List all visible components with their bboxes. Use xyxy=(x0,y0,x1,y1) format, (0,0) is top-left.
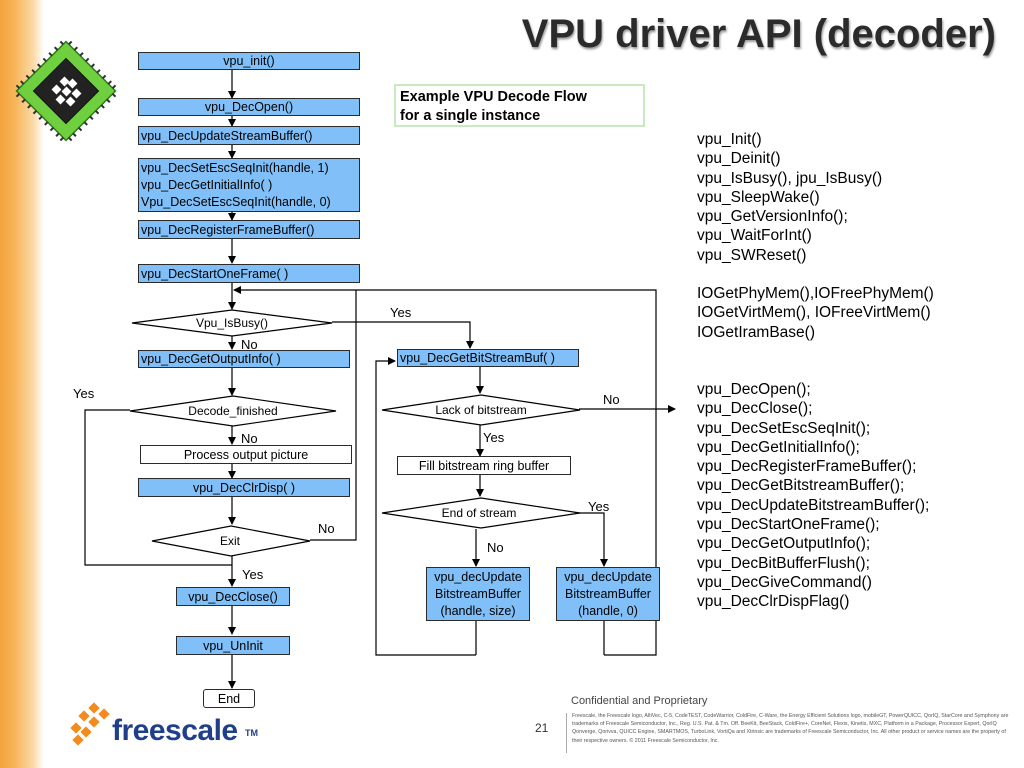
label-end-of-stream-no: No xyxy=(487,540,504,555)
esc-seq-line-1: vpu_DecSetEscSeqInit(handle, 1) xyxy=(141,160,329,175)
api-item: vpu_DecClose(); xyxy=(697,400,813,418)
update-zero-line-1: vpu_decUpdate xyxy=(564,569,652,584)
decision-end-of-stream xyxy=(381,497,581,529)
flow-box-dec-open: vpu_DecOpen() xyxy=(138,98,360,116)
api-item: vpu_Deinit() xyxy=(697,150,781,168)
page-number: 21 xyxy=(535,721,549,735)
api-item: vpu_Init() xyxy=(697,131,762,148)
footer-divider xyxy=(566,713,567,753)
api-item: vpu_DecBitBufferFlush(); xyxy=(697,554,870,572)
esc-seq-line-2: vpu_DecGetInitialInfo( ) xyxy=(141,177,273,192)
api-item: vpu_DecUpdateBitstreamBuffer(); xyxy=(697,496,930,514)
label-lack-bitstream-no: No xyxy=(603,392,620,407)
freescale-wordmark: freescale xyxy=(112,714,238,747)
api-item: vpu_DecGetOutputInfo(); xyxy=(697,535,871,553)
decision-exit xyxy=(151,525,311,557)
label-decode-finished-yes: Yes xyxy=(73,386,95,401)
api-list-decoder: vpu_DecOpen(); vpu_DecClose(); vpu_DecSe… xyxy=(697,380,929,612)
note-line-2: for a single instance xyxy=(400,108,541,124)
label-is-busy-yes: Yes xyxy=(390,305,412,320)
api-item: vpu_DecGiveCommand() xyxy=(697,573,872,591)
freescale-trademark: TM xyxy=(245,728,258,738)
flow-terminal-end: End xyxy=(203,689,255,708)
label-lack-bitstream-yes: Yes xyxy=(483,430,505,445)
update-size-line-3: (handle, size) xyxy=(440,603,516,618)
decision-lack-of-bitstream xyxy=(381,394,581,426)
update-zero-line-3: (handle, 0) xyxy=(578,603,638,618)
decision-decode-finished xyxy=(129,395,337,427)
flow-box-register-frame-buffer: vpu_DecRegisterFrameBuffer() xyxy=(138,220,360,239)
api-item: vpu_DecGetInitialInfo(); xyxy=(697,438,860,456)
decision-exit-label: Exit xyxy=(219,534,241,548)
label-end-of-stream-yes: Yes xyxy=(588,499,610,514)
decision-is-busy-label: Vpu_IsBusy() xyxy=(195,316,269,330)
esc-seq-line-3: Vpu_DecSetEscSeqInit(handle, 0) xyxy=(141,194,331,209)
flow-box-update-zero: vpu_decUpdate BitstreamBuffer (handle, 0… xyxy=(556,567,660,621)
api-item: IOGetPhyMem(),IOFreePhyMem() xyxy=(697,285,934,302)
api-item: vpu_WaitForInt() xyxy=(697,227,812,245)
flow-box-clr-disp: vpu_DecClrDisp( ) xyxy=(138,478,350,497)
freescale-logo-icon xyxy=(70,702,110,746)
api-item: vpu_DecStartOneFrame(); xyxy=(697,516,880,534)
slide-edge-stripe xyxy=(0,0,44,768)
flow-box-update-size: vpu_decUpdate BitstreamBuffer (handle, s… xyxy=(426,567,530,621)
api-item: vpu_IsBusy(), jpu_IsBusy() xyxy=(697,169,883,187)
flow-box-start-one-frame: vpu_DecStartOneFrame( ) xyxy=(138,264,360,283)
flow-box-get-bitstream-buf: vpu_DecGetBitStreamBuf( ) xyxy=(397,349,579,367)
api-item: vpu_DecOpen(); xyxy=(697,381,811,398)
api-item: vpu_DecSetEscSeqInit(); xyxy=(697,419,871,437)
confidential-label: Confidential and Proprietary xyxy=(571,695,708,707)
api-list-general: vpu_Init() vpu_Deinit() vpu_IsBusy(), jp… xyxy=(697,130,882,265)
label-decode-finished-no: No xyxy=(241,431,258,446)
label-exit-no: No xyxy=(318,521,335,536)
api-item: vpu_SleepWake() xyxy=(697,188,820,206)
decision-lack-of-bitstream-label: Lack of bitstream xyxy=(435,403,527,417)
update-zero-line-2: BitstreamBuffer xyxy=(565,586,651,601)
flow-box-vpu-init: vpu_init() xyxy=(138,52,360,70)
api-list-memory: IOGetPhyMem(),IOFreePhyMem() IOGetVirtMe… xyxy=(697,284,934,342)
label-is-busy-no: No xyxy=(241,337,258,352)
api-item: IOGetVirtMem(), IOFreeVirtMem() xyxy=(697,304,931,322)
flow-box-update-stream: vpu_DecUpdateStreamBuffer() xyxy=(138,126,360,145)
note-line-1: Example VPU Decode Flow xyxy=(400,89,587,105)
decision-is-busy xyxy=(131,309,333,337)
chip-logo-icon xyxy=(15,40,117,142)
legal-notice: Freescale, the Freescale logo, AltiVec, … xyxy=(572,713,1009,744)
api-item: vpu_DecRegisterFrameBuffer(); xyxy=(697,458,917,476)
flow-box-uninit: vpu_UnInit xyxy=(176,636,290,655)
api-item: IOGetIramBase() xyxy=(697,323,815,341)
api-item: vpu_SWReset() xyxy=(697,246,807,264)
flow-box-get-output-info: vpu_DecGetOutputInfo( ) xyxy=(138,350,350,368)
api-item: vpu_DecClrDispFlag() xyxy=(697,593,850,611)
update-size-line-1: vpu_decUpdate xyxy=(434,569,522,584)
label-exit-yes: Yes xyxy=(242,567,264,582)
flow-box-fill-ring-buffer: Fill bitstream ring buffer xyxy=(397,456,571,475)
flow-box-esc-seq-init: vpu_DecSetEscSeqInit(handle, 1) vpu_DecG… xyxy=(138,158,360,212)
api-item: vpu_GetVersionInfo(); xyxy=(697,208,848,226)
decode-flow-note: Example VPU Decode Flow for a single ins… xyxy=(394,84,645,127)
update-size-line-2: BitstreamBuffer xyxy=(435,586,521,601)
flow-box-dec-close: vpu_DecClose() xyxy=(176,587,290,606)
decision-decode-finished-label: Decode_finished xyxy=(188,404,278,418)
decision-end-of-stream-label: End of stream xyxy=(441,506,517,520)
flow-box-process-output: Process output picture xyxy=(140,445,352,464)
api-item: vpu_DecGetBitstreamBuffer(); xyxy=(697,477,905,495)
slide-title: VPU driver API (decoder) xyxy=(521,12,996,56)
